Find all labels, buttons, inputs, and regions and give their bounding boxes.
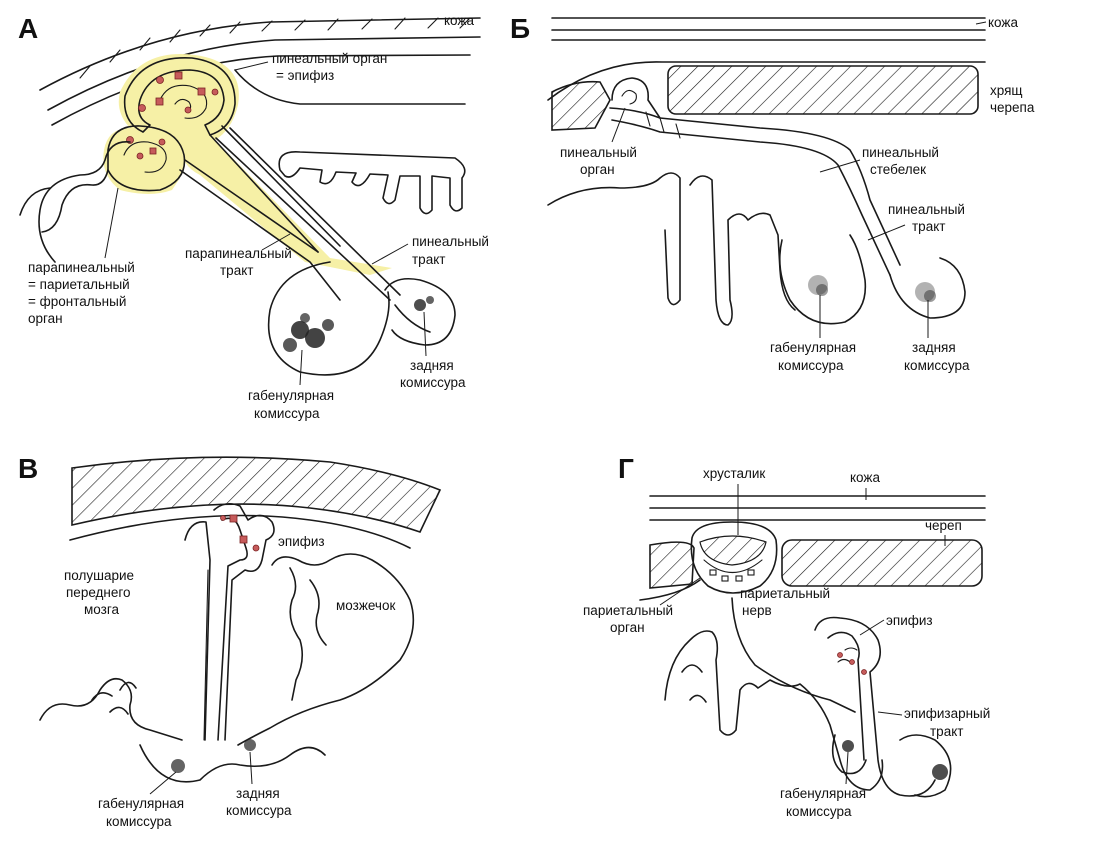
- panel-d-parietal-eye: [690, 521, 778, 594]
- a-label-habenular-2: комиссура: [254, 406, 320, 421]
- panel-b-letter: Б: [510, 13, 530, 44]
- a-label-parapineal-3: = фронтальный: [28, 294, 126, 309]
- c-label-habenular-1: габенулярная: [98, 796, 184, 811]
- panel-b-cartilage: [667, 65, 979, 115]
- c-label-hemisphere-2: переднего: [66, 585, 131, 600]
- b-label-habenular-2: комиссура: [778, 358, 844, 373]
- c-label-epiphysis: эпифиз: [278, 534, 325, 549]
- a-label-pineal-organ-2: = эпифиз: [276, 68, 334, 83]
- d-label-epiphyseal-tract-2: тракт: [930, 724, 963, 739]
- panel-d-commissure-dots: [842, 740, 948, 780]
- a-label-posterior-1: задняя: [410, 358, 454, 373]
- panel-c: В полушарие переднего мозга эпиф: [18, 453, 442, 829]
- a-label-parapineal-tract-1: парапинеальный: [185, 246, 292, 261]
- b-label-posterior-2: комиссура: [904, 358, 970, 373]
- panel-b-commissure-dots: [808, 275, 936, 302]
- b-label-pineal-tract-2: тракт: [912, 219, 945, 234]
- b-label-pineal-stalk-2: стебелек: [870, 162, 926, 177]
- panel-d-skin-layer: [649, 495, 986, 521]
- a-label-parapineal-1: парапинеальный: [28, 260, 135, 275]
- a-label-posterior-2: комиссура: [400, 375, 466, 390]
- b-label-pineal-organ-2: орган: [580, 162, 615, 177]
- a-label-parapineal-4: орган: [28, 311, 63, 326]
- d-label-skull: череп: [925, 518, 962, 533]
- panel-a-habenular-dots: [283, 296, 434, 352]
- panel-b: Б кожа: [510, 13, 1035, 373]
- d-label-parietal-nerve-2: нерв: [742, 603, 772, 618]
- panel-a: А: [18, 13, 489, 421]
- panel-a-highlight: [103, 54, 392, 275]
- panel-b-stalk-cells: [645, 111, 681, 139]
- a-label-pineal-organ-1: пинеальный орган: [272, 51, 387, 66]
- a-label-pineal-tract-1: пинеальный: [412, 234, 489, 249]
- d-label-habenular-1: габенулярная: [780, 786, 866, 801]
- c-label-habenular-2: комиссура: [106, 814, 172, 829]
- b-label-posterior-1: задняя: [912, 340, 956, 355]
- c-label-hemisphere-1: полушарие: [64, 568, 134, 583]
- b-label-cartilage-1: хрящ: [990, 83, 1023, 98]
- a-label-parapineal-2: = париетальный: [28, 277, 130, 292]
- panel-c-commissure-dots: [171, 739, 256, 773]
- c-label-posterior-1: задняя: [236, 786, 280, 801]
- d-label-epiphyseal-tract-1: эпифизарный: [904, 706, 990, 721]
- b-label-habenular-1: габенулярная: [770, 340, 856, 355]
- a-label-skin: кожа: [444, 13, 474, 28]
- b-label-pineal-tract-1: пинеальный: [888, 202, 965, 217]
- panel-c-cells: [220, 514, 260, 552]
- b-label-cartilage-2: черепа: [990, 100, 1035, 115]
- c-label-posterior-2: комиссура: [226, 803, 292, 818]
- b-label-pineal-stalk-1: пинеальный: [862, 145, 939, 160]
- panel-a-photoreceptor-cells: [126, 71, 219, 160]
- a-label-habenular-1: габенулярная: [248, 388, 334, 403]
- d-label-epiphysis: эпифиз: [886, 613, 933, 628]
- panel-a-letter: А: [18, 13, 38, 44]
- a-label-pineal-tract-2: тракт: [412, 252, 445, 267]
- b-label-pineal-organ-1: пинеальный: [560, 145, 637, 160]
- d-label-lens: хрусталик: [703, 466, 765, 481]
- panel-b-skin-layer: [551, 17, 986, 41]
- panel-a-skin-layer: [39, 17, 481, 126]
- c-label-cerebellum: мозжечок: [336, 598, 395, 613]
- panel-d: Г: [583, 453, 990, 819]
- a-label-parapineal-tract-2: тракт: [220, 263, 253, 278]
- d-label-habenular-2: комиссура: [786, 804, 852, 819]
- panel-d-skull: [781, 539, 983, 587]
- b-label-skin: кожа: [988, 15, 1018, 30]
- d-label-parietal-organ-1: париетальный: [583, 603, 673, 618]
- c-label-hemisphere-3: мозга: [84, 602, 119, 617]
- panel-d-cells: [837, 652, 867, 675]
- d-label-parietal-organ-2: орган: [610, 620, 645, 635]
- panel-d-letter: Г: [618, 453, 634, 484]
- d-label-parietal-nerve-1: париетальный: [740, 586, 830, 601]
- d-label-skin: кожа: [850, 470, 880, 485]
- panel-c-letter: В: [18, 453, 38, 484]
- panel-c-skull: [71, 456, 442, 533]
